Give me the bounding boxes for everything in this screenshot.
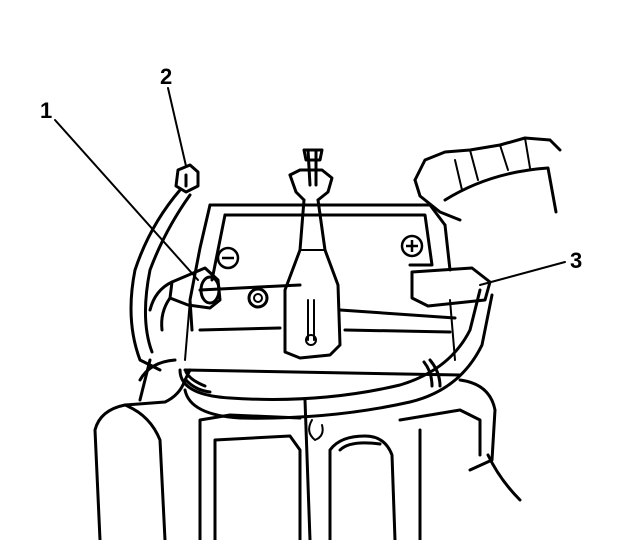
callout-label-3: 3 [570, 248, 582, 273]
negative-cable [129, 188, 222, 372]
ground-bolt-icon [174, 163, 200, 194]
vent-cap-icon [247, 287, 269, 309]
negative-terminal-icon [216, 246, 240, 270]
engine-background [93, 358, 522, 540]
callout-leaders [54, 87, 566, 286]
positive-terminal-icon [400, 234, 424, 258]
battery-hold-down-bracket [283, 148, 342, 360]
positive-cable [178, 266, 494, 420]
callout-label-1: 1 [40, 98, 52, 123]
air-intake-duct [413, 136, 562, 222]
callout-label-2: 2 [160, 64, 172, 89]
battery [183, 203, 462, 377]
